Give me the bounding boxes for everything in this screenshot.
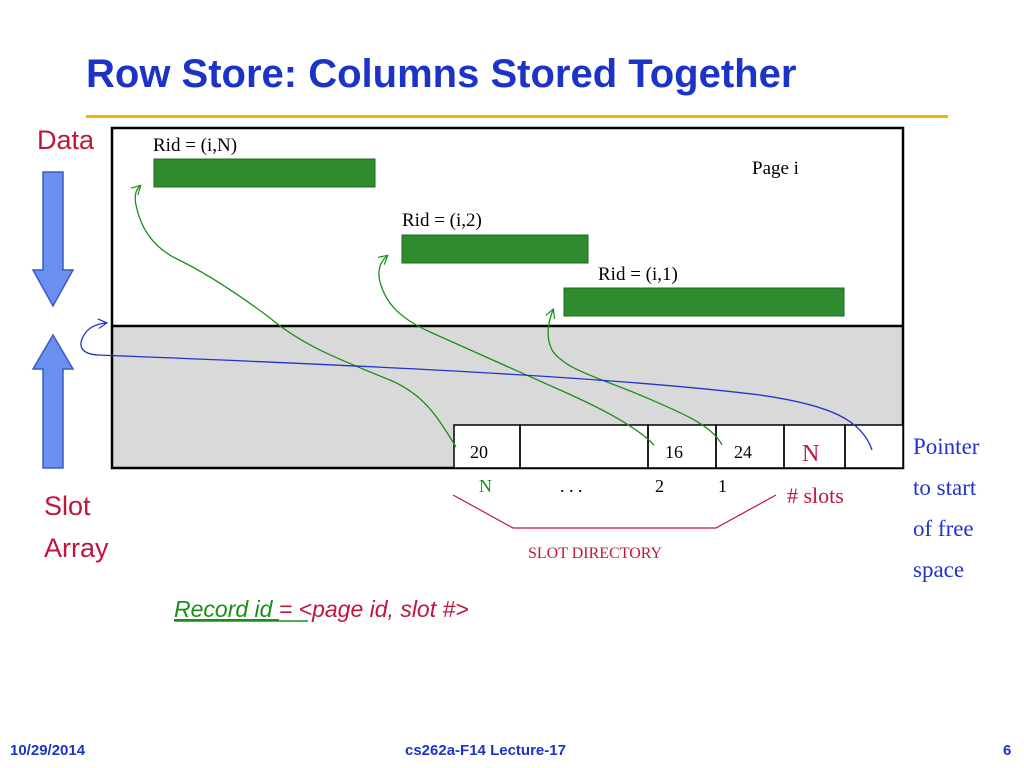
slot-number-n: N bbox=[479, 476, 492, 496]
pointer-label-line-2: to start bbox=[913, 475, 977, 500]
record-id-expression: = <page id, slot #> bbox=[279, 596, 469, 622]
record-n-bar bbox=[153, 158, 376, 188]
data-growth-down-arrow-icon bbox=[31, 171, 75, 308]
slot-directory-label: SLOT DIRECTORY bbox=[528, 545, 663, 562]
record-id-term: Record id bbox=[174, 596, 279, 622]
slot-directory-background bbox=[454, 425, 903, 468]
free-space-pointer-arrow bbox=[80, 323, 873, 451]
record-2-label: Rid = (i,2) bbox=[402, 210, 482, 231]
record-2-bar bbox=[401, 234, 589, 264]
pointer-slot-2-to-record-2 bbox=[379, 256, 655, 446]
pointer-label-line-1: Pointer bbox=[913, 434, 980, 459]
slot-cell-1-value: 24 bbox=[734, 442, 752, 462]
num-slots-label: # slots bbox=[787, 483, 844, 508]
slot-array-growth-up-arrow-icon bbox=[31, 333, 75, 469]
footer-course: cs262a-F14 Lecture-17 bbox=[405, 742, 566, 759]
pointer-label-line-4: space bbox=[913, 557, 964, 582]
title-underline bbox=[86, 115, 948, 118]
slot-number-ellipsis: . . . bbox=[560, 476, 583, 496]
slide-title: Row Store: Columns Stored Together bbox=[86, 52, 797, 96]
slot-count-value: N bbox=[802, 441, 819, 467]
pointer-label-line-3: of free bbox=[913, 516, 974, 541]
data-label: Data bbox=[37, 125, 95, 155]
record-id-definition: Record id = <page id, slot #> bbox=[174, 596, 469, 622]
slot-array-label-line-2: Array bbox=[44, 533, 109, 563]
footer-date: 10/29/2014 bbox=[10, 742, 86, 759]
free-space-pointer-cell bbox=[844, 424, 904, 469]
pointer-slot-n-to-record-n bbox=[135, 186, 457, 448]
pointer-slot-1-to-record-1 bbox=[548, 310, 723, 446]
slot-array-label-line-1: Slot bbox=[44, 491, 91, 521]
record-n-label: Rid = (i,N) bbox=[153, 135, 237, 156]
page-label: Page i bbox=[752, 158, 799, 179]
slot-number-1: 1 bbox=[718, 476, 727, 496]
record-1-bar bbox=[563, 287, 845, 317]
slot-directory-brace bbox=[452, 494, 777, 529]
slot-cell-n-value: 20 bbox=[470, 442, 488, 462]
footer-page-number: 6 bbox=[1003, 742, 1012, 759]
record-1-label: Rid = (i,1) bbox=[598, 264, 678, 285]
slot-number-2: 2 bbox=[655, 476, 664, 496]
slot-cell-2-value: 16 bbox=[665, 442, 683, 462]
